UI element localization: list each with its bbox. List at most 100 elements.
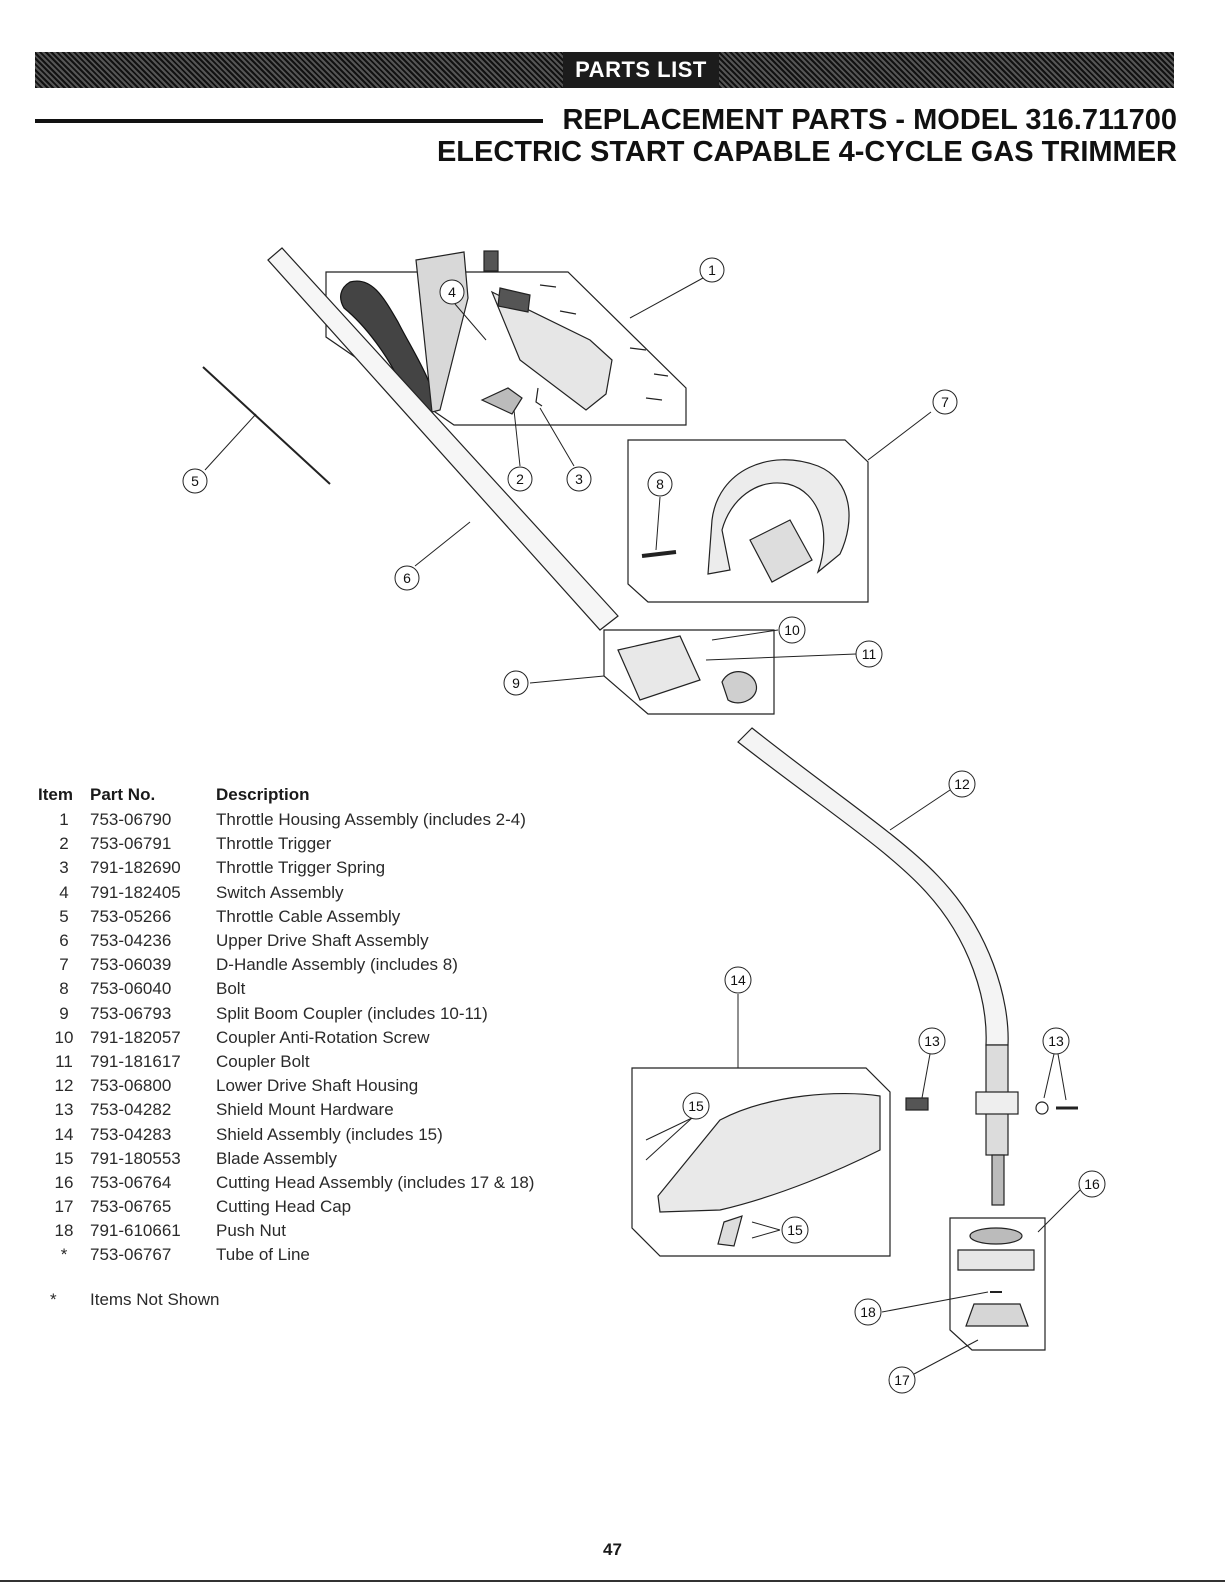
- column-header-item: Item: [38, 785, 73, 804]
- footnote-text: Items Not Shown: [90, 1290, 220, 1309]
- blade-part: [717, 1215, 743, 1247]
- svg-text:7: 7: [941, 394, 949, 410]
- part-description: Lower Drive Shaft Housing: [216, 1076, 419, 1096]
- part-number: 753-06793: [90, 1003, 172, 1023]
- callout-3: 3: [566, 466, 592, 492]
- header-rule: [35, 119, 543, 123]
- item-number: 6: [59, 931, 69, 951]
- part-description: Cutting Head Assembly (includes 17 & 18): [216, 1172, 535, 1192]
- part-number: 753-04282: [90, 1100, 172, 1120]
- svg-text:8: 8: [656, 476, 664, 492]
- trigger-spring-part: [535, 387, 543, 407]
- page-title: REPLACEMENT PARTS - MODEL 316.711700: [562, 104, 1177, 136]
- item-number: 7: [59, 955, 69, 975]
- item-number: 16: [54, 1172, 74, 1192]
- callout-10: 10: [778, 616, 806, 644]
- part-description: Throttle Trigger Spring: [216, 858, 386, 878]
- screws-set: [539, 284, 669, 401]
- svg-text:2: 2: [516, 471, 524, 487]
- callout-1: 1: [699, 257, 725, 283]
- part-number: 791-182690: [90, 858, 181, 878]
- bottom-rule: [0, 1580, 1225, 1582]
- part-number: 753-06764: [90, 1172, 172, 1192]
- part-description: Upper Drive Shaft Assembly: [216, 931, 429, 951]
- callout-5: 5: [182, 468, 208, 494]
- part-description: D-Handle Assembly (includes 8): [216, 955, 458, 975]
- item-number: 4: [59, 882, 69, 902]
- item-number: 1: [59, 810, 69, 830]
- part-number: 753-05266: [90, 906, 172, 926]
- callout-16: 16: [1078, 1170, 1106, 1198]
- page-number: 47: [603, 1540, 622, 1559]
- item-number: 9: [59, 1003, 69, 1023]
- d-handle-part: [707, 459, 850, 575]
- part-description: Shield Mount Hardware: [216, 1100, 394, 1120]
- item-number: 14: [54, 1124, 74, 1144]
- part-description: Split Boom Coupler (includes 10-11): [216, 1003, 488, 1023]
- callout-2: 2: [507, 466, 533, 492]
- svg-text:5: 5: [191, 473, 199, 489]
- throttle-housing-box: [325, 271, 687, 426]
- part-number: 791-182057: [90, 1027, 181, 1047]
- part-description: Tube of Line: [216, 1245, 310, 1265]
- part-number: 791-180553: [90, 1148, 181, 1168]
- callout-13-right: 13: [1042, 1027, 1070, 1055]
- callout-13-left: 13: [918, 1027, 946, 1055]
- svg-text:15: 15: [787, 1222, 803, 1238]
- switch-assembly-part: [483, 250, 499, 272]
- item-number: 12: [54, 1076, 74, 1096]
- svg-text:16: 16: [1084, 1176, 1100, 1192]
- part-number: 753-06790: [90, 810, 172, 830]
- svg-text:12: 12: [954, 776, 970, 792]
- svg-text:3: 3: [575, 471, 583, 487]
- part-number: 791-181617: [90, 1051, 181, 1071]
- part-description: Coupler Anti-Rotation Screw: [216, 1027, 430, 1047]
- footnote-asterisk: *: [50, 1290, 57, 1309]
- d-handle-clamp: [749, 519, 813, 583]
- cutting-head-spool: [969, 1227, 1023, 1245]
- callout-15-lower: 15: [781, 1216, 809, 1244]
- item-number: 17: [54, 1197, 74, 1217]
- parts-list-banner: PARTS LIST: [35, 52, 1174, 88]
- housing-detail: [497, 287, 531, 313]
- item-number: 3: [59, 858, 69, 878]
- column-header-description: Description: [216, 785, 310, 804]
- coupler-part: [617, 635, 701, 701]
- shield-part: [657, 1092, 881, 1213]
- d-handle-box: [627, 439, 869, 603]
- part-description: Shield Assembly (includes 15): [216, 1124, 443, 1144]
- callout-9: 9: [503, 670, 529, 696]
- callout-15-upper: 15: [682, 1092, 710, 1120]
- part-description: Throttle Trigger: [216, 834, 332, 854]
- part-description: Blade Assembly: [216, 1148, 337, 1168]
- table-row: 9 753-06793 Split Boom Coupler (includes 1…: [38, 1002, 576, 1026]
- cutting-head-body: [957, 1249, 1035, 1271]
- svg-text:9: 9: [512, 675, 520, 691]
- callout-8: 8: [647, 471, 673, 497]
- part-number: 791-610661: [90, 1221, 181, 1241]
- upper-drive-shaft-part: [267, 247, 619, 631]
- table-row: 3 791-182690 Throttle Trigger Spring: [38, 856, 576, 880]
- banner-label: PARTS LIST: [563, 52, 719, 88]
- item-number: 13: [54, 1100, 74, 1120]
- cutting-head-box: [949, 1217, 1046, 1351]
- page-subtitle: ELECTRIC START CAPABLE 4-CYCLE GAS TRIMM…: [436, 136, 1177, 168]
- svg-text:1: 1: [708, 262, 716, 278]
- part-description: Cutting Head Cap: [216, 1197, 352, 1217]
- parts-table-header: Item Part No. Description: [38, 782, 576, 808]
- callout-11: 11: [855, 640, 883, 668]
- callout-6: 6: [394, 565, 420, 591]
